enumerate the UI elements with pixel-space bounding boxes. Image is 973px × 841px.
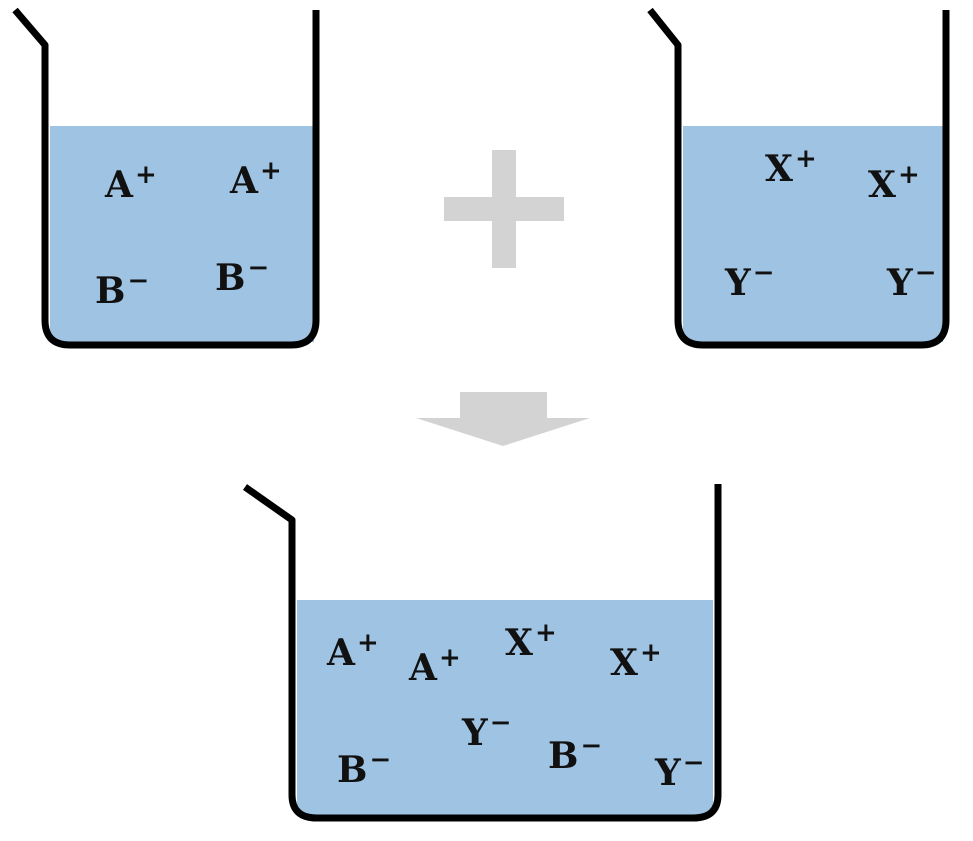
ion-symbol: X: [765, 148, 793, 190]
ion-symbol: Y: [654, 752, 682, 794]
ion-charge: +: [640, 638, 662, 668]
ion-x-cation-label: X+: [610, 638, 662, 684]
solution-liquid: [297, 600, 713, 815]
ion-x-cation-label: X+: [765, 144, 817, 190]
ion-x-cation-label: X+: [868, 160, 920, 206]
ion-symbol: B: [548, 735, 578, 777]
ion-symbol: Y: [886, 262, 914, 304]
ion-charge: +: [357, 628, 379, 658]
ion-symbol: A: [104, 164, 134, 206]
ion-charge: −: [683, 748, 705, 778]
ion-group: A+A+B−B−: [95, 156, 282, 312]
solution-liquid: [50, 126, 314, 342]
ion-b-anion-label: B−: [548, 731, 602, 777]
beaker-outline: [12, 7, 320, 349]
ion-y-anion-label: Y−: [724, 258, 775, 304]
ion-charge: −: [915, 258, 937, 288]
beaker-outline: [242, 484, 722, 822]
ion-charge: +: [535, 618, 557, 648]
ion-charge: +: [135, 160, 157, 190]
ion-y-anion-label: Y−: [654, 748, 705, 794]
beaker-mixture: A+A+X+X+Y−B−B−Y−: [242, 484, 722, 822]
ion-y-anion-label: Y−: [461, 708, 512, 754]
ion-charge: −: [127, 266, 149, 296]
ion-b-anion-label: B−: [337, 745, 391, 791]
ion-y-anion-label: Y−: [886, 258, 937, 304]
ion-b-anion-label: B−: [95, 266, 149, 312]
ion-symbol: B: [95, 270, 125, 312]
solution-liquid: [683, 126, 943, 342]
ion-group: X+X+Y−Y−: [724, 144, 937, 304]
ion-charge: −: [369, 745, 391, 775]
ion-charge: +: [795, 144, 817, 174]
ion-symbol: Y: [724, 262, 752, 304]
ion-symbol: A: [408, 647, 438, 689]
ion-charge: −: [490, 708, 512, 738]
ion-symbol: B: [215, 257, 245, 299]
ion-symbol: X: [610, 642, 638, 684]
ion-a-cation-label: A+: [229, 156, 282, 202]
ion-charge: −: [753, 258, 775, 288]
ion-symbol: A: [229, 160, 259, 202]
ion-x-cation-label: X+: [505, 618, 557, 664]
ion-a-cation-label: A+: [408, 643, 461, 689]
ion-group: A+A+X+X+Y−B−B−Y−: [326, 618, 705, 794]
ion-charge: +: [898, 160, 920, 190]
ion-symbol: X: [868, 164, 896, 206]
ion-charge: +: [260, 156, 282, 186]
ion-charge: −: [580, 731, 602, 761]
ion-charge: +: [439, 643, 461, 673]
ion-a-cation-label: A+: [326, 628, 379, 674]
beaker-solution-2: X+X+Y−Y−: [647, 7, 950, 349]
down-arrow-icon: [416, 392, 590, 446]
beaker-outline: [647, 7, 950, 349]
ion-symbol: Y: [461, 712, 489, 754]
ion-symbol: A: [326, 632, 356, 674]
beaker-solution-1: A+A+B−B−: [12, 7, 320, 349]
ion-b-anion-label: B−: [215, 253, 269, 299]
ion-charge: −: [247, 253, 269, 283]
plus-icon: [444, 150, 564, 268]
ion-symbol: B: [337, 749, 367, 791]
ion-a-cation-label: A+: [104, 160, 157, 206]
ion-symbol: X: [505, 622, 533, 664]
